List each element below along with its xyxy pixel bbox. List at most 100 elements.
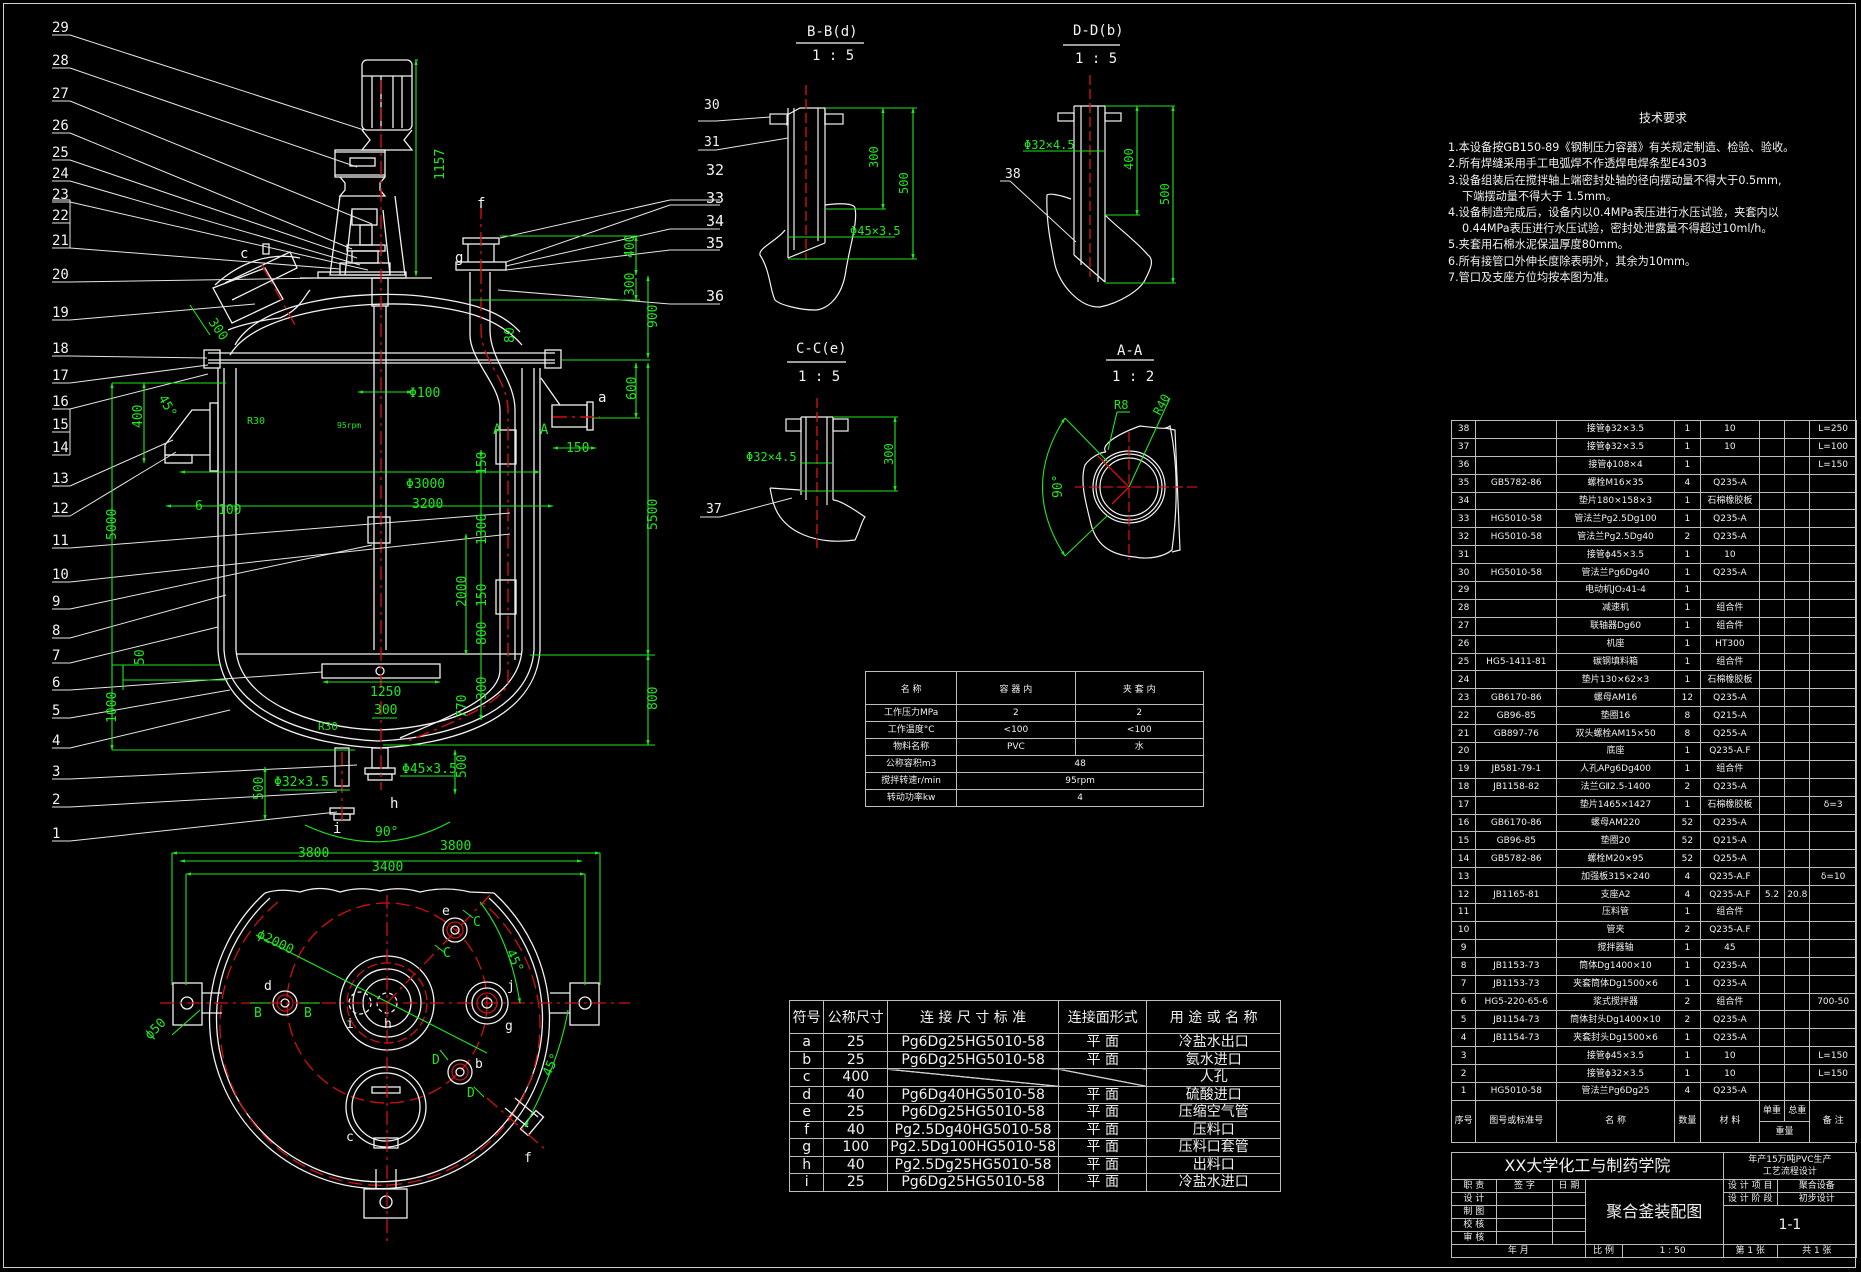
cut-c2: C — [443, 946, 451, 961]
dim-800-mid: 800 — [475, 622, 490, 645]
balloon-13: 13 — [52, 471, 69, 487]
bb-dim-500: 500 — [897, 172, 911, 194]
nozzle-header: 用 途 或 名 称 — [1146, 1000, 1281, 1034]
parts-unit — [1758, 670, 1786, 690]
cut-d1: D — [432, 1053, 440, 1068]
parts-note — [1809, 545, 1857, 565]
param-value: 4 — [956, 789, 1204, 807]
balloon-leader — [69, 512, 511, 549]
parts-qty: 1 — [1673, 1064, 1702, 1083]
parts-name: 接管ϕ108×4 — [1556, 455, 1675, 475]
nozzle-size: 40 — [823, 1085, 889, 1104]
dim-5000: 5000 — [105, 509, 120, 540]
parts-mat: Q215-A — [1700, 706, 1760, 726]
nozzle-face: 平 面 — [1058, 1050, 1148, 1069]
nozzle-std — [887, 1068, 1060, 1087]
parts-name: 减速机 — [1556, 598, 1675, 618]
balloon-leader — [69, 671, 323, 691]
balloon-22: 22 — [52, 208, 69, 224]
balloon-leader — [69, 451, 177, 517]
parts-note — [1809, 634, 1857, 654]
dim-phi45: Φ45×3.5 — [402, 762, 457, 777]
parts-mat: 组合件 — [1700, 903, 1760, 922]
parts-name: 管夹 — [1556, 920, 1675, 940]
cc-dim-300: 300 — [882, 443, 896, 465]
tech-line: 1.本设备按GB150-89《钢制压力容器》有关规定制造、检验、验收。 — [1448, 141, 1795, 155]
balloon-19: 19 — [52, 305, 69, 321]
nozzle-sym: e — [788, 1103, 825, 1122]
parts-total — [1784, 795, 1811, 815]
parts-std — [1475, 616, 1558, 636]
parts-total — [1784, 742, 1811, 761]
parts-std: HG5-1411-81 — [1475, 652, 1558, 672]
parts-std — [1475, 670, 1558, 690]
plan-dim-3800: 3800 — [440, 839, 471, 854]
parts-no: 19 — [1450, 759, 1477, 779]
parts-unit — [1758, 813, 1786, 833]
parts-mat: Q235-A — [1700, 509, 1760, 529]
plan-dim-pcd: ϕ2000 — [254, 927, 296, 958]
parts-note — [1809, 563, 1857, 583]
nozzle-std: Pg6Dg25HG5010-58 — [887, 1103, 1060, 1122]
balloon-leader — [69, 364, 209, 384]
parts-mat: Q235-A — [1700, 563, 1760, 583]
parts-mat: 组合件 — [1700, 759, 1760, 779]
parts-qty: 1 — [1673, 759, 1702, 779]
parts-note: L=150 — [1809, 455, 1857, 475]
balloon-leader — [69, 811, 338, 842]
nozzle-face: 平 面 — [1058, 1120, 1148, 1139]
balloon-leader — [69, 544, 373, 610]
balloon-leaders-right — [497, 199, 720, 305]
parts-unit — [1758, 1081, 1786, 1101]
parts-std — [1475, 938, 1558, 958]
parts-no: 12 — [1450, 885, 1477, 905]
parts-no: 38 — [1450, 420, 1477, 439]
balloon-11: 11 — [52, 533, 69, 549]
balloon-21: 21 — [52, 233, 69, 249]
balloon-2: 2 — [52, 792, 60, 808]
dim-600: 600 — [625, 377, 640, 400]
parts-unit — [1758, 903, 1786, 922]
nozzle-size: 400 — [823, 1068, 889, 1087]
parts-qty: 1 — [1673, 616, 1702, 636]
nozzle-use: 硫酸进口 — [1146, 1085, 1281, 1104]
parts-header-name: 名 称 — [1556, 1099, 1675, 1143]
parts-note — [1809, 1010, 1857, 1030]
parts-name: 双头螺栓AM15×50 — [1556, 724, 1675, 744]
section-dd-scale: 1 : 5 — [1075, 51, 1117, 67]
parts-qty: 1 — [1673, 563, 1702, 583]
tech-line: 5.夹套用石棉水泥保温厚度80mm。 — [1448, 238, 1629, 252]
nozzle-use: 出料口 — [1146, 1155, 1281, 1174]
balloon-32: 32 — [706, 161, 724, 179]
parts-note — [1809, 652, 1857, 672]
parts-note — [1809, 688, 1857, 708]
nozzle-size: 25 — [823, 1173, 889, 1192]
date-cell — [1552, 1231, 1586, 1245]
parts-unit — [1758, 759, 1786, 779]
parts-mat: Q235-A — [1700, 974, 1760, 994]
parts-header-mat: 材 料 — [1700, 1099, 1760, 1143]
parts-name: 螺母AM16 — [1556, 688, 1675, 708]
parts-no: 21 — [1450, 724, 1477, 744]
parts-unit — [1758, 1064, 1786, 1083]
parts-total — [1784, 777, 1811, 797]
plan-dim-45-top: 45° — [502, 947, 526, 975]
bottom-outlet-h — [364, 747, 396, 781]
parts-unit — [1758, 634, 1786, 654]
elevation-nozzle-letters: c f g a h i A A — [240, 196, 606, 837]
parts-qty: 1 — [1673, 742, 1702, 761]
stage-label: 设 计 阶 段 — [1722, 1192, 1778, 1206]
parts-note — [1809, 473, 1857, 493]
parts-no: 29 — [1450, 581, 1477, 600]
parts-total — [1784, 849, 1811, 869]
elevation-centerlines — [261, 80, 600, 825]
